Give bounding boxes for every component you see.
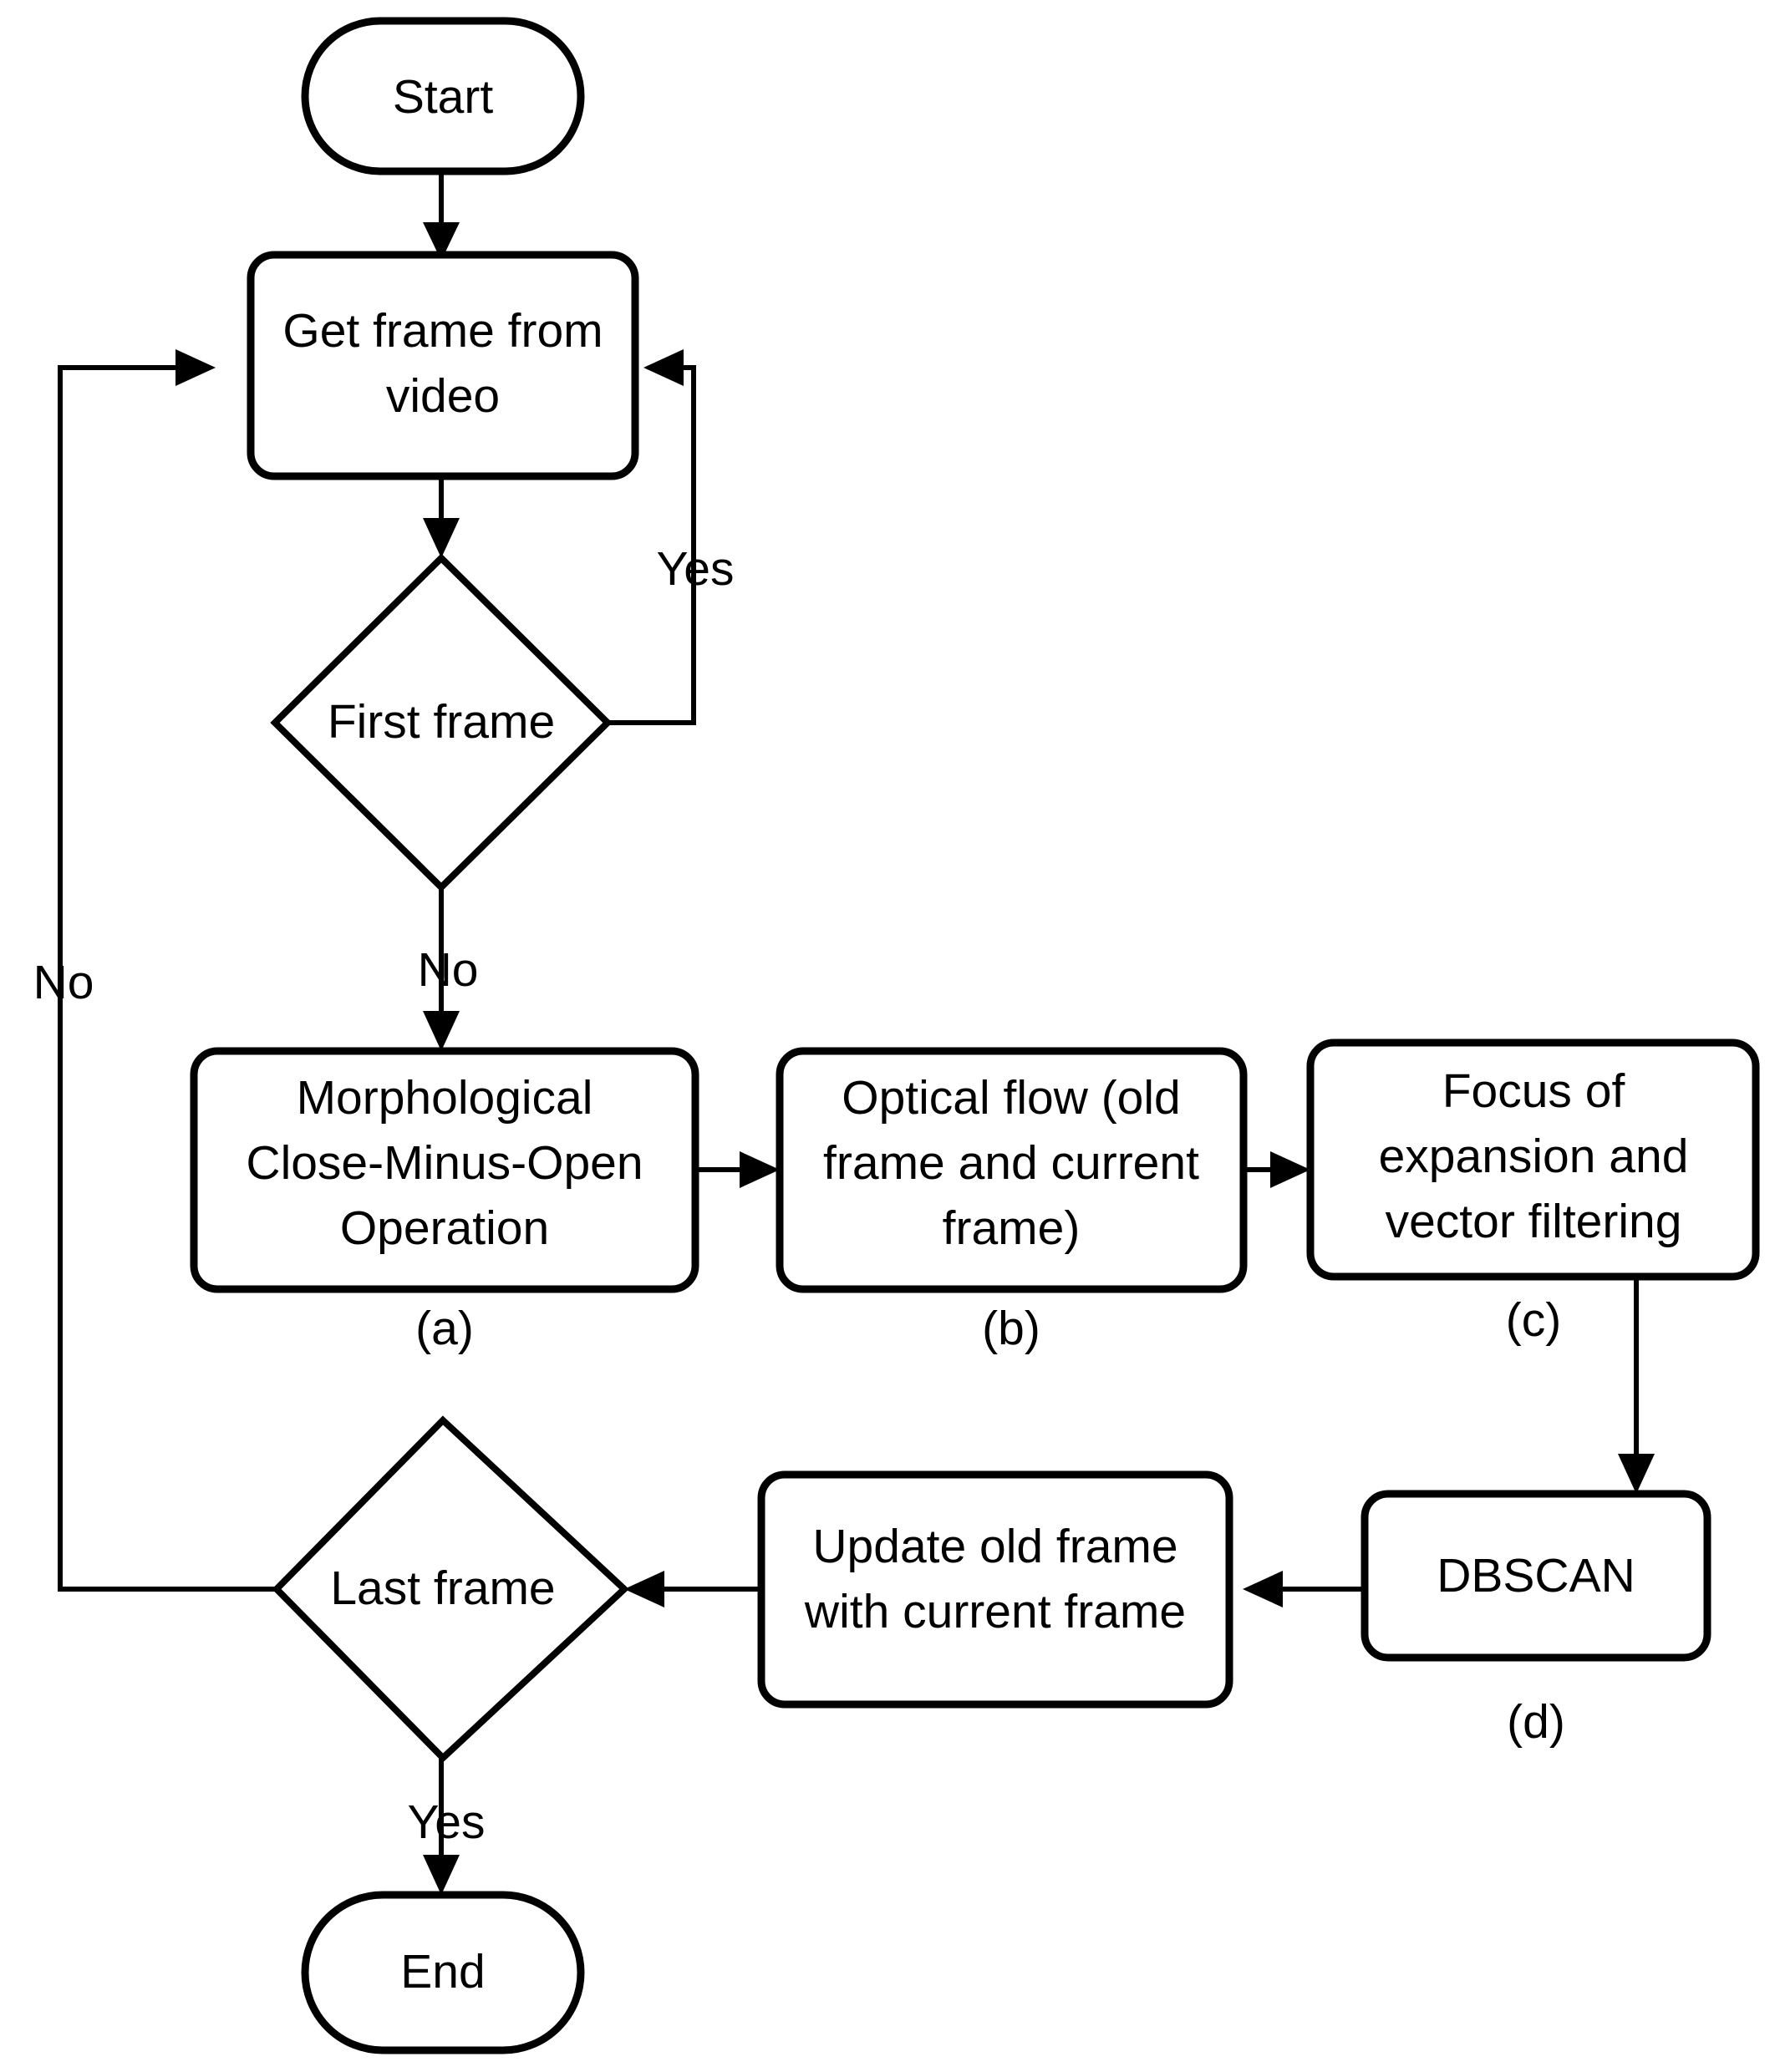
node-first-frame-label: First frame <box>328 695 555 749</box>
edge-morphological-to-optical-flow <box>695 1151 780 1188</box>
edge-focus-expansion-to-dbscan <box>1618 1277 1655 1494</box>
caption-focus-expansion: (c) <box>1506 1293 1561 1347</box>
edge-update-old-frame-to-last-frame <box>624 1571 761 1607</box>
node-start-label: Start <box>393 70 494 124</box>
node-end-label: End <box>400 1945 485 1998</box>
node-end[interactable]: End <box>301 1891 585 2054</box>
node-morphological-label-line2: Close-Minus-Open <box>246 1136 643 1190</box>
node-focus-expansion-label-line3: vector filtering <box>1386 1195 1682 1248</box>
caption-morphological: (a) <box>415 1302 474 1355</box>
edge-label-last-frame-no: No <box>33 956 94 1009</box>
node-focus-expansion-label-line1: Focus of <box>1442 1064 1625 1118</box>
node-optical-flow-label-line3: frame) <box>943 1201 1081 1255</box>
node-get-frame-label-line2: video <box>386 369 500 423</box>
edge-dbscan-to-update-old-frame <box>1243 1571 1365 1607</box>
caption-dbscan: (d) <box>1507 1695 1565 1749</box>
node-update-old-frame-label-line1: Update old frame <box>812 1520 1177 1573</box>
edge-label-last-frame-yes: Yes <box>408 1795 486 1849</box>
node-optical-flow-label-line2: frame and current <box>823 1136 1199 1190</box>
caption-optical-flow: (b) <box>982 1302 1040 1355</box>
node-first-frame-decision[interactable]: First frame <box>270 553 613 892</box>
node-optical-flow-label-line1: Optical flow (old <box>842 1071 1181 1125</box>
edge-get-frame-to-first-frame <box>423 476 460 558</box>
node-morphological-operation[interactable]: Morphological Close-Minus-Open Operation… <box>190 1047 699 1355</box>
node-update-old-frame-label-line2: with current frame <box>804 1585 1186 1638</box>
edge-optical-flow-to-focus-expansion <box>1244 1151 1310 1188</box>
node-update-old-frame[interactable]: Update old frame with current frame <box>757 1470 1233 1709</box>
node-dbscan-label: DBSCAN <box>1437 1549 1635 1602</box>
node-dbscan[interactable]: DBSCAN (d) <box>1360 1490 1711 1749</box>
node-last-frame-decision[interactable]: Last frame <box>272 1415 629 1763</box>
node-optical-flow[interactable]: Optical flow (old frame and current fram… <box>776 1047 1248 1355</box>
node-start[interactable]: Start <box>301 17 585 175</box>
edge-start-to-get-frame <box>423 171 460 261</box>
node-morphological-label-line3: Operation <box>340 1201 549 1255</box>
edge-last-frame-no-to-get-frame <box>58 349 277 1592</box>
node-last-frame-label: Last frame <box>330 1562 555 1615</box>
node-focus-of-expansion[interactable]: Focus of expansion and vector filtering … <box>1306 1039 1760 1347</box>
node-focus-expansion-label-line2: expansion and <box>1379 1130 1689 1183</box>
node-morphological-label-line1: Morphological <box>297 1071 593 1125</box>
edge-label-first-frame-yes: Yes <box>657 542 735 596</box>
node-get-frame-from-video[interactable]: Get frame from video <box>247 251 639 480</box>
edge-label-first-frame-no: No <box>418 943 479 997</box>
edge-first-frame-yes-to-get-frame <box>608 349 696 725</box>
edge-first-frame-no-to-morphological <box>423 887 460 1051</box>
node-get-frame-label-line1: Get frame from <box>282 304 603 358</box>
